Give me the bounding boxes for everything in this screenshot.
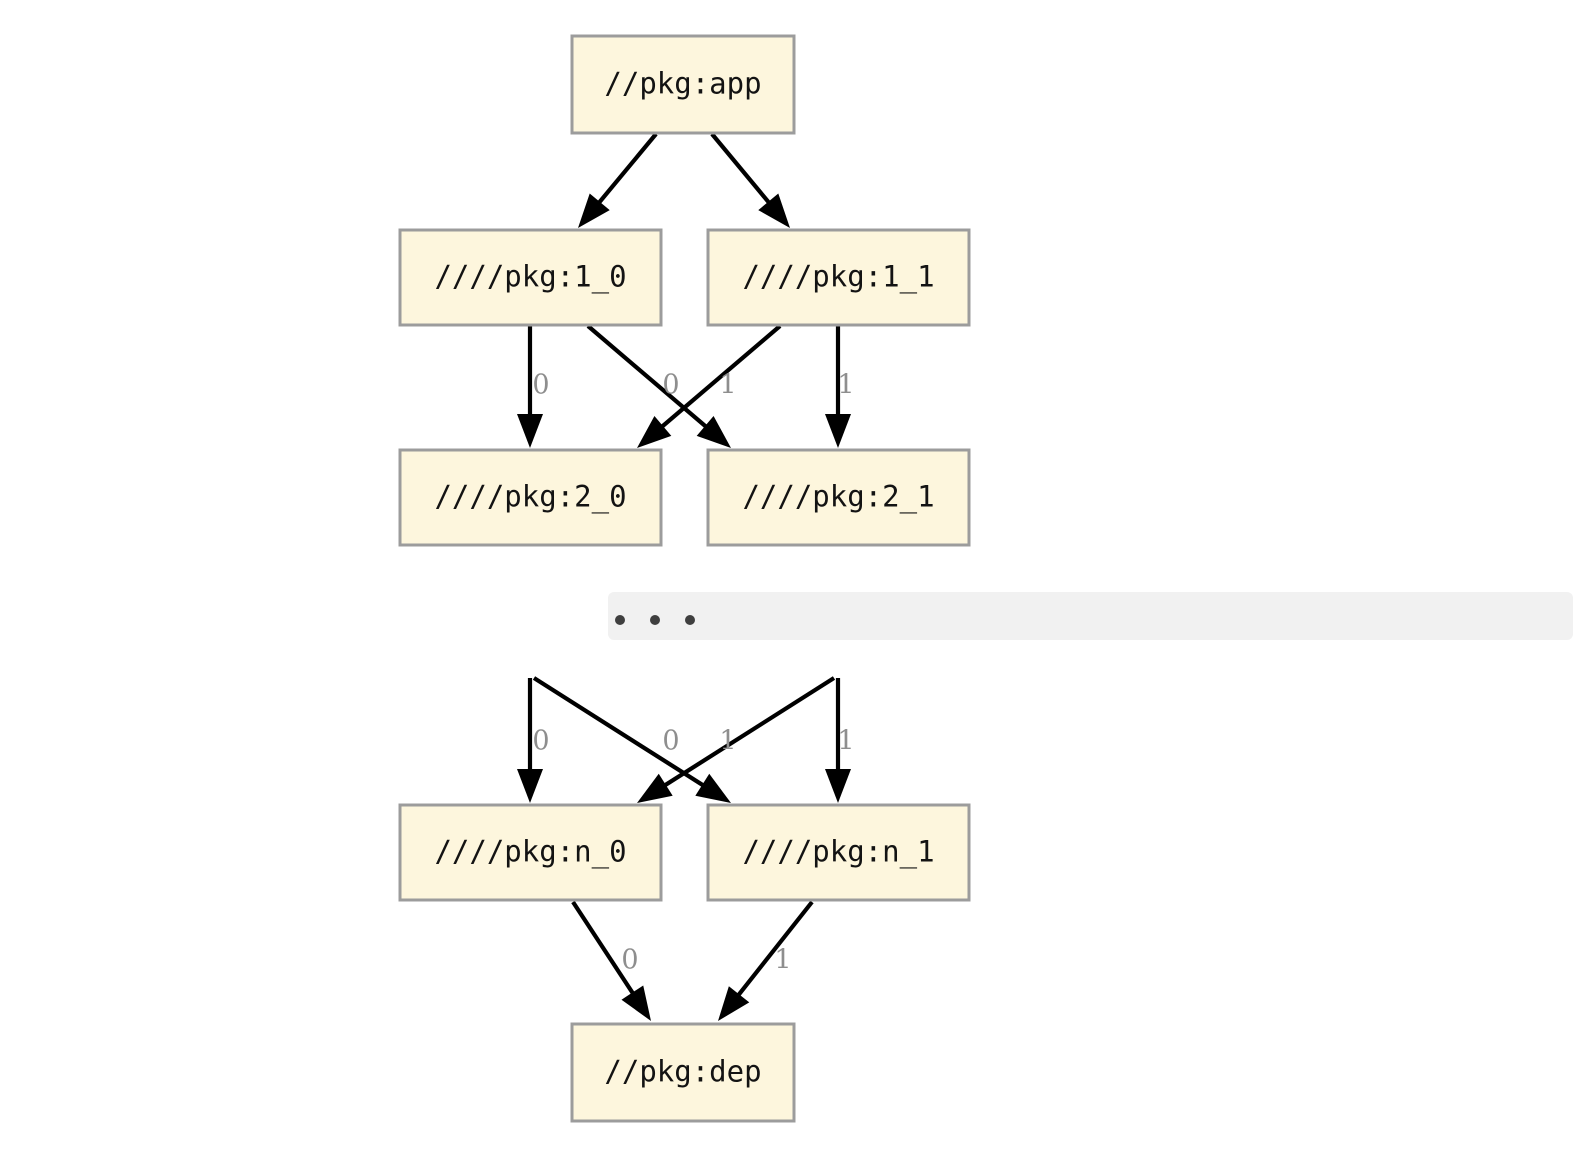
graph-node-n1_0[interactable]: ////pkg:1_0 (398, 228, 663, 327)
edges-layer (517, 132, 851, 1021)
graph-node-dep[interactable]: //pkg:dep (570, 1022, 796, 1123)
graph-edge (718, 900, 814, 1021)
edge-label: 0 (621, 945, 638, 976)
graph-edge (532, 676, 731, 803)
edge-label: 1 (774, 945, 791, 976)
ellipsis-separator (608, 592, 1573, 640)
graph-edge (825, 326, 851, 448)
node-box[interactable] (706, 448, 971, 547)
graph-node-n2_1[interactable]: ////pkg:2_1 (706, 448, 971, 547)
edge-label: 0 (662, 726, 679, 757)
ellipsis-dot (650, 615, 660, 625)
graph-edge (586, 324, 731, 448)
graph-node-n1_1[interactable]: ////pkg:1_1 (706, 228, 971, 327)
edge-label: 0 (532, 726, 549, 757)
edge-label: 1 (719, 370, 736, 401)
edge-label: 1 (837, 726, 854, 757)
graph-node-app[interactable]: //pkg:app (570, 34, 796, 135)
node-label: ////pkg:2_1 (742, 480, 934, 515)
edge-label: 0 (532, 370, 549, 401)
node-box[interactable] (398, 228, 663, 327)
graph-node-nn_0[interactable]: ////pkg:n_0 (398, 803, 663, 902)
node-box[interactable] (570, 1022, 796, 1123)
node-label: ////pkg:n_0 (434, 835, 626, 870)
graph-node-nn_1[interactable]: ////pkg:n_1 (706, 803, 971, 902)
graph-edge (710, 132, 790, 228)
node-box[interactable] (706, 803, 971, 902)
edge-label: 1 (719, 726, 736, 757)
graph-edge (571, 900, 651, 1021)
node-label: ////pkg:1_0 (434, 260, 626, 295)
node-label: ////pkg:2_0 (434, 480, 626, 515)
node-box[interactable] (398, 803, 663, 902)
node-box[interactable] (706, 228, 971, 327)
edge-label: 1 (837, 370, 854, 401)
ellipsis-dot (685, 615, 695, 625)
node-label: //pkg:dep (604, 1055, 761, 1089)
graph-edge (578, 132, 658, 228)
edge-labels-layer: 0 0 1 1 0 0 1 1 0 1 (532, 370, 854, 976)
graph-edge (825, 678, 851, 803)
ellipsis-band (608, 592, 1573, 640)
node-box[interactable] (570, 34, 796, 135)
edge-label: 0 (662, 370, 679, 401)
graph-edge (637, 324, 782, 448)
graph-node-n2_0[interactable]: ////pkg:2_0 (398, 448, 663, 547)
nodes-layer: //pkg:app ////pkg:1_0 ////pkg:1_1 ////pkg:2… (398, 34, 971, 1123)
graph-edge (517, 678, 543, 803)
graph-edge (637, 676, 836, 803)
ellipsis-dot (615, 615, 625, 625)
node-label: //pkg:app (604, 67, 761, 101)
node-label: ////pkg:1_1 (742, 260, 934, 295)
node-box[interactable] (398, 448, 663, 547)
node-label: ////pkg:n_1 (742, 835, 934, 870)
graph-edge (517, 326, 543, 448)
